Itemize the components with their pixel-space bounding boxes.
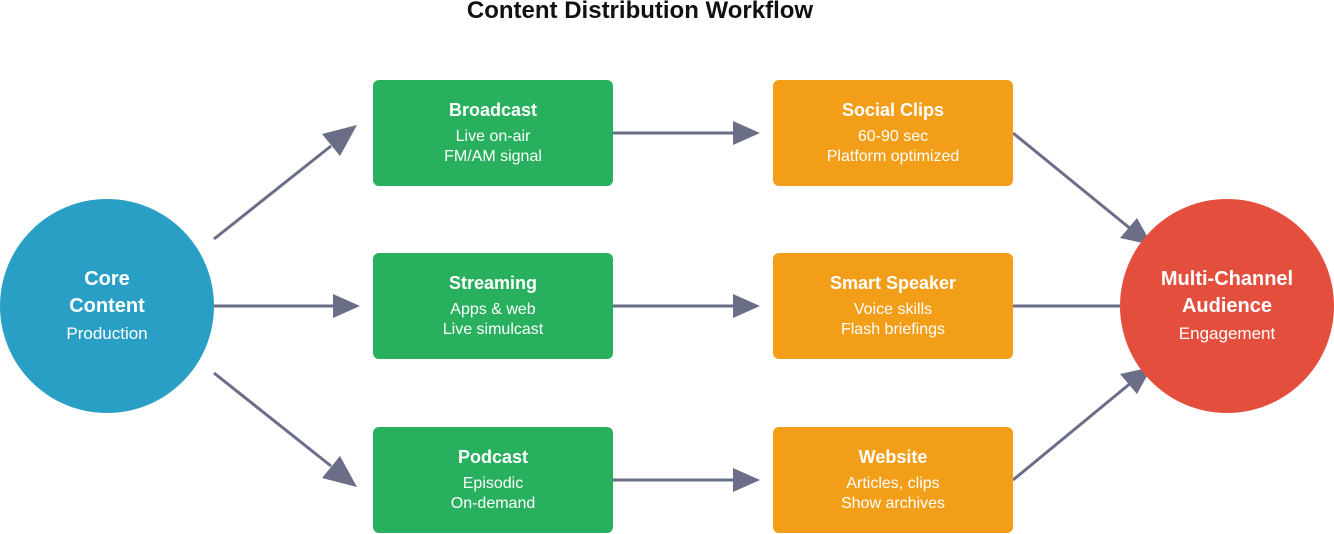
node-website: Website Articles, clips Show archives [773, 427, 1013, 533]
node-broadcast-line1: Live on-air [455, 128, 531, 145]
edge-core-podcast [213, 371, 357, 487]
node-speaker-line2: Flash briefings [840, 321, 946, 338]
node-social-title: Social Clips [841, 100, 945, 120]
edge-podcast-website [613, 468, 760, 492]
node-social-clips: Social Clips 60-90 sec Platform optimize… [773, 80, 1013, 186]
edge-streaming-speaker [613, 294, 760, 318]
node-website-line1: Articles, clips [846, 475, 940, 492]
node-core-title-line2: Content [69, 294, 145, 317]
node-core-content: Core Content Production [0, 199, 214, 413]
node-website-line2: Show archives [840, 495, 946, 512]
node-broadcast-title: Broadcast [448, 100, 538, 120]
node-broadcast: Broadcast Live on-air FM/AM signal [373, 80, 613, 186]
node-podcast-line1: Episodic [462, 475, 524, 492]
edge-social-audience [1012, 131, 1152, 245]
node-core-subtitle: Production [66, 323, 148, 343]
edge-website-audience [1012, 367, 1152, 482]
node-website-title: Website [858, 447, 928, 467]
node-speaker-title: Smart Speaker [829, 273, 957, 293]
node-podcast: Podcast Episodic On-demand [373, 427, 613, 533]
node-podcast-line2: On-demand [450, 495, 536, 512]
edge-core-streaming [214, 294, 360, 318]
node-audience-subtitle: Engagement [1178, 323, 1276, 343]
node-social-line1: 60-90 sec [857, 128, 929, 145]
edge-broadcast-social [613, 121, 760, 145]
edge-core-broadcast [213, 125, 357, 241]
node-multi-channel-audience: Multi-Channel Audience Engagement [1120, 199, 1334, 413]
node-streaming-line1: Apps & web [450, 301, 536, 318]
node-podcast-title: Podcast [457, 447, 529, 467]
node-streaming: Streaming Apps & web Live simulcast [373, 253, 613, 359]
node-streaming-title: Streaming [448, 273, 538, 293]
diagram-title: Content Distribution Workflow [466, 0, 814, 24]
node-smart-speaker: Smart Speaker Voice skills Flash briefin… [773, 253, 1013, 359]
node-social-line2: Platform optimized [826, 148, 960, 165]
node-streaming-line2: Live simulcast [442, 321, 544, 338]
node-speaker-line1: Voice skills [853, 301, 933, 318]
node-audience-title-line2: Audience [1181, 294, 1273, 317]
node-core-title-line1: Core [84, 267, 130, 290]
node-audience-title-line1: Multi-Channel [1160, 267, 1294, 290]
node-broadcast-line2: FM/AM signal [444, 148, 542, 165]
